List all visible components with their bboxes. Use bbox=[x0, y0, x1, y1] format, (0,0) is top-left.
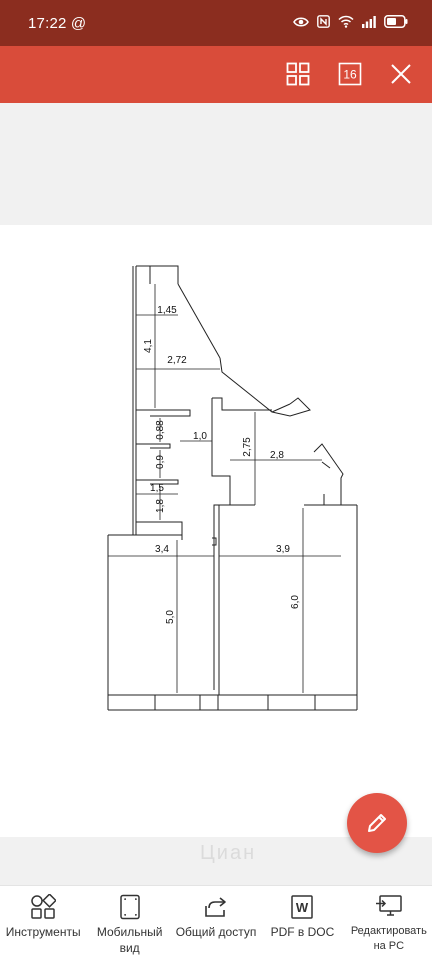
status-time: 17:22 @ bbox=[28, 15, 87, 32]
dim-label: 2,72 bbox=[167, 355, 187, 366]
dim-label: 0,88 bbox=[155, 420, 166, 440]
dim-label: 0,9 bbox=[155, 455, 166, 469]
close-icon bbox=[391, 64, 411, 84]
share-label: Общий доступ bbox=[175, 925, 257, 939]
pdf-to-doc-button[interactable]: W PDF в DOC bbox=[259, 886, 345, 961]
dim-label: 6,0 bbox=[290, 595, 301, 609]
edit-on-pc-button[interactable]: Редактировать на PC bbox=[346, 886, 432, 961]
app-bar: 16 bbox=[0, 46, 432, 103]
edit-on-pc-label: Редактировать на PC bbox=[350, 925, 427, 952]
dim-label: 3,4 bbox=[155, 544, 169, 555]
viewer-background-top bbox=[0, 103, 432, 225]
dim-label: 1,5 bbox=[150, 483, 164, 494]
share-button[interactable]: Общий доступ bbox=[173, 886, 259, 961]
pdf-to-doc-label: PDF в DOC bbox=[270, 925, 335, 939]
watermark: Циан bbox=[200, 842, 257, 864]
dim-label: 2,8 bbox=[270, 450, 284, 461]
status-bar: 17:22 @ bbox=[0, 0, 432, 46]
mobile-view-label: Мобильный вид bbox=[96, 925, 163, 955]
wifi-icon bbox=[338, 15, 354, 28]
word-icon-letter: W bbox=[296, 900, 309, 915]
page-count-icon: 16 bbox=[338, 62, 362, 86]
edit-fab-button[interactable] bbox=[347, 793, 407, 853]
word-icon: W bbox=[291, 895, 314, 919]
page-count-text: 16 bbox=[343, 68, 357, 82]
dim-label: 4,1 bbox=[143, 339, 154, 353]
dim-label: 1,8 bbox=[155, 499, 166, 513]
tools-icon bbox=[31, 894, 57, 919]
dim-label: 1,0 bbox=[193, 431, 207, 442]
status-icons bbox=[293, 15, 408, 28]
mobile-view-button[interactable]: Мобильный вид bbox=[86, 886, 172, 961]
signal-icon bbox=[362, 15, 376, 28]
thumbnails-grid-icon bbox=[286, 62, 310, 86]
nfc-icon bbox=[317, 15, 330, 28]
dim-label: 1,45 bbox=[157, 305, 177, 316]
close-button[interactable] bbox=[386, 59, 416, 89]
battery-icon bbox=[384, 15, 408, 28]
mobile-view-icon bbox=[119, 894, 140, 920]
pencil-icon bbox=[368, 814, 386, 832]
bottom-toolbar: Инструменты Мобильный вид Общий доступ W bbox=[0, 885, 432, 961]
edit-on-pc-icon bbox=[375, 895, 402, 916]
dim-label: 3,9 bbox=[276, 544, 290, 555]
tools-label: Инструменты bbox=[5, 925, 81, 939]
floor-plan: 1,45 4,1 2,72 0,88 1,0 2,75 0,9 2,8 1,5 … bbox=[107, 265, 358, 711]
dim-label: 2,75 bbox=[242, 437, 253, 457]
document-page[interactable]: 1,45 4,1 2,72 0,88 1,0 2,75 0,9 2,8 1,5 … bbox=[0, 225, 432, 837]
share-icon bbox=[205, 897, 226, 917]
eye-icon bbox=[293, 16, 309, 27]
page-count-button[interactable]: 16 bbox=[335, 59, 365, 89]
tools-button[interactable]: Инструменты bbox=[0, 886, 86, 961]
thumbnails-grid-button[interactable] bbox=[283, 59, 313, 89]
dim-label: 5,0 bbox=[165, 610, 176, 624]
